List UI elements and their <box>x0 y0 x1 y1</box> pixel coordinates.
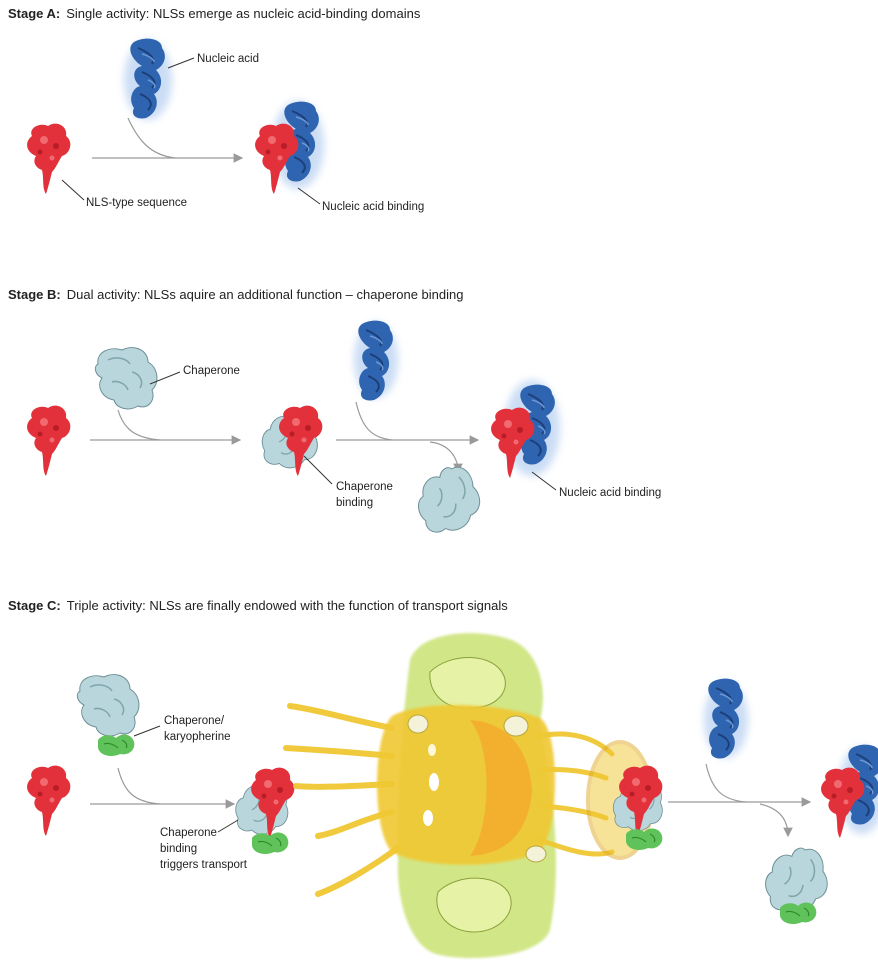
arrow-icon <box>706 764 810 802</box>
label-chaperone-binding-line2: binding <box>336 496 373 511</box>
label-nucleic-acid-binding: Nucleic acid binding <box>322 200 424 215</box>
label-chaperone-karyopherine-line1: Chaperone/ <box>164 714 224 729</box>
stage-c-graphic <box>27 633 878 958</box>
label-triggers-line2: binding <box>160 842 197 857</box>
stage-b-graphic <box>27 321 560 540</box>
stage-a-graphic <box>27 39 324 204</box>
nls-icon <box>27 124 70 194</box>
label-nucleic-acid: Nucleic acid <box>197 52 259 67</box>
karyopherin-icon <box>98 735 134 756</box>
label-chaperone: Chaperone <box>183 364 240 379</box>
nuclear-pore-complex <box>286 633 652 958</box>
nls-icon <box>27 406 70 476</box>
chaperone-icon <box>95 348 157 409</box>
label-triggers-line1: Chaperone <box>160 826 217 841</box>
arrow-icon <box>128 118 242 158</box>
label-chaperone-binding-line1: Chaperone <box>336 480 393 495</box>
label-nls-type-sequence: NLS-type sequence <box>86 196 187 211</box>
label-chaperone-karyopherine-line2: karyopherine <box>164 730 230 745</box>
arrow-icon <box>356 402 478 440</box>
chaperone-icon <box>77 675 139 736</box>
arrow-icon <box>118 768 234 804</box>
label-triggers-line3: triggers transport <box>160 858 247 873</box>
nls-icon <box>27 766 70 836</box>
label-nucleic-acid-binding: Nucleic acid binding <box>559 486 661 501</box>
arrow-icon <box>118 410 240 440</box>
